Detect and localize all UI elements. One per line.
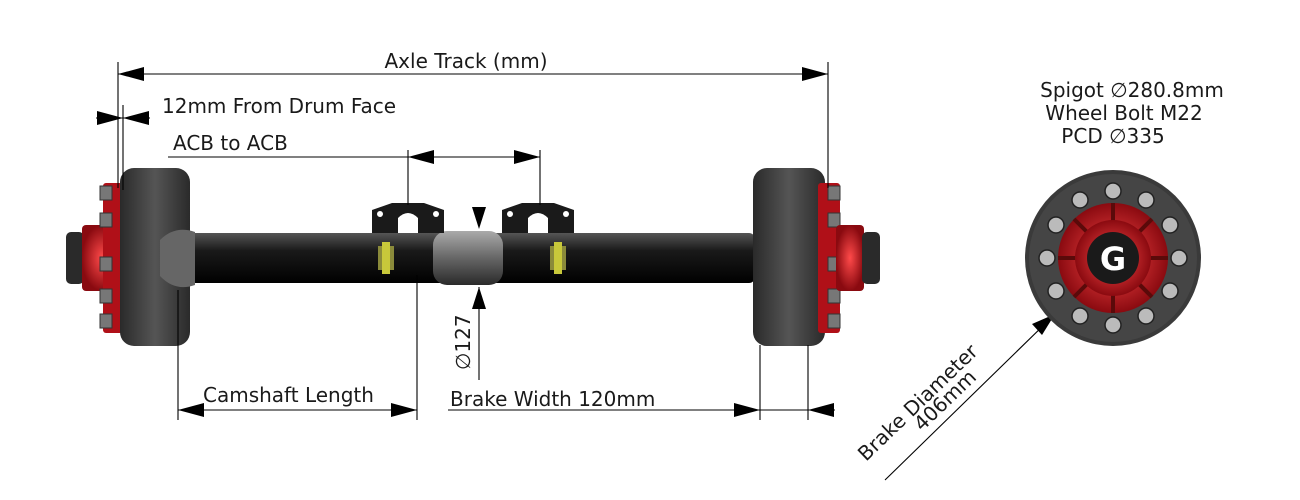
axle-side-view xyxy=(66,168,880,346)
left-hub-assembly xyxy=(66,168,195,346)
spigot-spec: Spigot ∅280.8mm xyxy=(1040,78,1224,102)
axle-track-label: Axle Track (mm) xyxy=(385,49,548,73)
brake-diameter-label: Brake Diameter xyxy=(853,339,983,466)
right-brake-drum xyxy=(753,168,825,346)
wheel-bolt-spec: Wheel Bolt M22 xyxy=(1045,101,1202,125)
drum-face-label: 12mm From Drum Face xyxy=(162,94,396,118)
dimension-lines xyxy=(96,62,1055,481)
hub-end-view: G xyxy=(1025,170,1201,346)
right-bracket xyxy=(502,203,574,233)
camshaft-length-label: Camshaft Length xyxy=(203,383,374,407)
hub-cap xyxy=(1087,232,1139,284)
right-hub-assembly xyxy=(753,168,880,346)
pcd-spec: PCD ∅335 xyxy=(1061,124,1164,148)
right-cam-bushing xyxy=(550,242,566,274)
tube-diameter-label: ∅127 xyxy=(451,314,475,370)
left-bracket xyxy=(372,203,444,233)
left-brake-drum xyxy=(120,168,190,346)
axle-center-section xyxy=(433,231,503,285)
hub-logo: G xyxy=(1100,240,1126,278)
acb-label: ACB to ACB xyxy=(173,131,288,155)
brake-width-label: Brake Width 120mm xyxy=(450,387,655,411)
left-cam-bushing xyxy=(378,242,394,274)
